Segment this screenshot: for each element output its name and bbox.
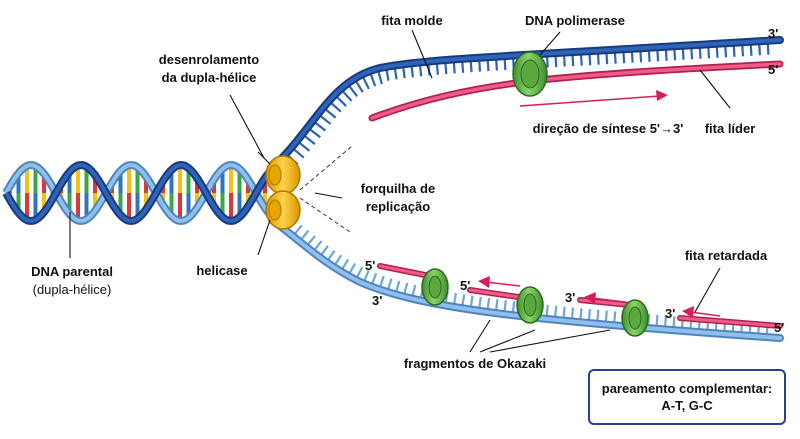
legend-line-2: A-T, G-C <box>661 398 713 413</box>
lagging-arrow-3 <box>682 306 721 318</box>
dna-polymerase-lagging-3 <box>621 299 649 337</box>
pointer-lines <box>69 29 731 353</box>
label-desenrolamento-2: da dupla-hélice <box>162 70 257 85</box>
end-frag2-5prime: 5' <box>460 278 470 293</box>
label-forquilha-2: replicação <box>366 199 430 214</box>
label-fita-retardada: fita retardada <box>685 248 768 263</box>
label-fita-lider: fita líder <box>705 121 756 136</box>
legend-box: pareamento complementar: A-T, G-C <box>588 369 786 425</box>
leading-strand <box>368 60 784 122</box>
fork-dashed-lines <box>299 145 353 233</box>
leading-direction-arrow <box>519 90 668 107</box>
lagging-arrow-1 <box>478 276 521 288</box>
label-dna-polimerase: DNA polimerase <box>525 13 625 28</box>
label-desenrolamento-1: desenrolamento <box>159 52 259 67</box>
end-frag1-3prime: 3' <box>372 293 382 308</box>
label-direcao-sintese: direção de síntese 5'→3' <box>533 121 684 136</box>
end-frag4-3prime: 3' <box>665 306 675 321</box>
okazaki-fragments <box>377 263 783 329</box>
end-frag1-5prime: 5' <box>365 258 375 273</box>
dna-polymerase-lagging-2 <box>516 286 544 324</box>
end-lower-5prime: 5' <box>774 320 784 335</box>
label-helicase: helicase <box>196 263 247 278</box>
label-fita-molde: fita molde <box>381 13 442 28</box>
parental-dna-helix <box>2 161 275 225</box>
helicase-enzyme <box>265 155 301 230</box>
label-forquilha-1: forquilha de <box>361 181 435 196</box>
label-fragmentos-okazaki: fragmentos de Okazaki <box>404 356 546 371</box>
label-dupla-helice: (dupla-hélice) <box>33 282 112 297</box>
dna-polymerase-leading <box>512 51 548 97</box>
end-frag3-3prime: 3' <box>565 290 575 305</box>
label-dna-parental: DNA parental <box>31 264 113 279</box>
lagging-arrow-2 <box>584 292 626 304</box>
end-upper-3prime: 3' <box>768 26 778 41</box>
dna-polymerase-lagging-1 <box>421 268 449 306</box>
end-leading-5prime: 5' <box>768 62 778 77</box>
legend-line-1: pareamento complementar: <box>601 381 773 396</box>
template-strand-upper <box>268 36 784 172</box>
synthesis-arrows <box>478 90 721 318</box>
